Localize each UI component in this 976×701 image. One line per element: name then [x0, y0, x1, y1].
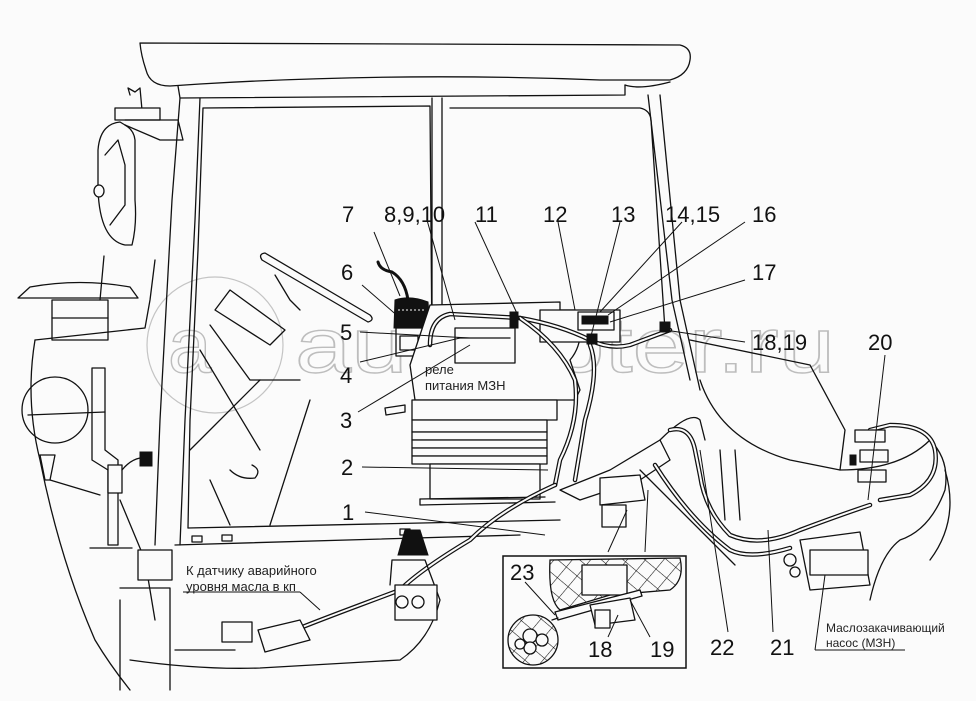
- pump-harness: [639, 426, 873, 566]
- callout-20: 20: [868, 330, 892, 355]
- inset-callout-19: 19: [650, 637, 674, 662]
- lower-bracket: [559, 416, 706, 528]
- callout-12: 12: [543, 202, 567, 227]
- sensor-note-line1: К датчику аварийного: [186, 563, 317, 578]
- pump-note-line2: насос (МЗН): [826, 636, 895, 650]
- hydraulic-lines: [849, 422, 938, 503]
- cab-roof: [139, 42, 691, 99]
- callout-4: 4: [340, 363, 352, 388]
- callout-22: 22: [710, 635, 734, 660]
- relay-label-line2: питания МЗН: [425, 378, 506, 393]
- callout-3: 3: [340, 408, 352, 433]
- inset-callout-23: 23: [510, 560, 534, 585]
- callout-21: 21: [770, 635, 794, 660]
- oil-pump: [783, 531, 871, 591]
- callout-18-19: 18,19: [752, 330, 807, 355]
- callout-6: 6: [341, 260, 353, 285]
- inset-callout-18: 18: [588, 637, 612, 662]
- steering-wheel: [259, 252, 373, 323]
- pump-note-line1: Маслозакачивающий: [826, 621, 945, 635]
- callout-5: 5: [340, 320, 352, 345]
- floor-harness: [119, 482, 558, 631]
- air-intake: [17, 255, 139, 341]
- callout-7: 7: [342, 202, 354, 227]
- rear-body: [689, 339, 951, 601]
- engine-left-body: [21, 259, 156, 691]
- callout-14-15: 14,15: [665, 202, 720, 227]
- callouts: 1 2 3 4 5 6 7 8,9,10 11 12 13 14,15 16 1…: [340, 202, 892, 662]
- callout-1: 1: [342, 500, 354, 525]
- callout-16: 16: [752, 202, 776, 227]
- cab-harness: [427, 311, 673, 488]
- callout-2: 2: [341, 455, 353, 480]
- callout-11: 11: [475, 202, 498, 227]
- watermark-logo-ring: [146, 276, 284, 414]
- relay-label-line1: реле: [425, 362, 454, 377]
- seat-outline: [189, 289, 311, 526]
- leader-lines: [183, 219, 905, 651]
- notes: К датчику аварийного уровня масла в кп М…: [186, 563, 945, 650]
- bellows-unit: [384, 399, 558, 506]
- sensor-note-line2: уровня масла в кп: [186, 579, 296, 594]
- gearbox: [119, 529, 441, 691]
- mirror: [93, 87, 184, 246]
- callout-8-9-10: 8,9,10: [384, 202, 445, 227]
- inset-detail: [502, 555, 687, 669]
- callout-13: 13: [611, 202, 635, 227]
- relay-label: реле питания МЗН: [425, 362, 506, 393]
- console-box: [409, 301, 621, 401]
- callout-17: 17: [752, 260, 776, 285]
